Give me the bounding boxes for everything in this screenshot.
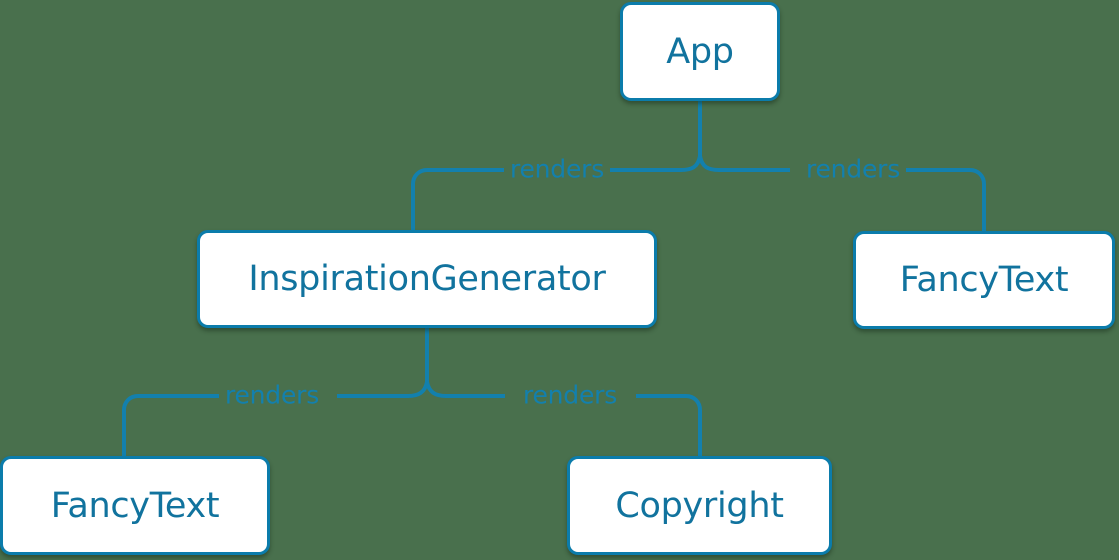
node-inspiration-generator[interactable]: InspirationGenerator xyxy=(197,230,657,328)
edge-app-fancytext-right xyxy=(906,168,986,231)
edge-inspiration-fork-right xyxy=(425,381,505,398)
node-copyright-label: Copyright xyxy=(615,485,784,526)
node-app-label: App xyxy=(666,31,734,72)
edge-inspiration-fork-left xyxy=(337,381,429,398)
edge-label-app-fancytext-right: renders xyxy=(805,154,901,184)
edge-app-inspiration xyxy=(411,168,504,230)
node-fancytext-left[interactable]: FancyText xyxy=(0,456,270,555)
edge-app-fork-right xyxy=(698,155,790,172)
node-inspiration-generator-label: InspirationGenerator xyxy=(248,259,606,299)
edge-label-inspiration-fancytext-left: renders xyxy=(224,380,320,410)
edge-label-app-inspiration: renders xyxy=(509,154,605,184)
edge-inspiration-copyright xyxy=(636,394,702,456)
edge-label-inspiration-copyright: renders xyxy=(522,380,618,410)
node-fancytext-right[interactable]: FancyText xyxy=(853,231,1115,329)
node-app[interactable]: App xyxy=(620,2,780,101)
node-copyright[interactable]: Copyright xyxy=(567,456,832,555)
edge-app-fork-left xyxy=(610,155,702,172)
node-fancytext-left-label: FancyText xyxy=(50,485,220,526)
node-fancytext-right-label: FancyText xyxy=(899,260,1069,300)
edge-inspiration-fancytext-left xyxy=(122,394,219,456)
